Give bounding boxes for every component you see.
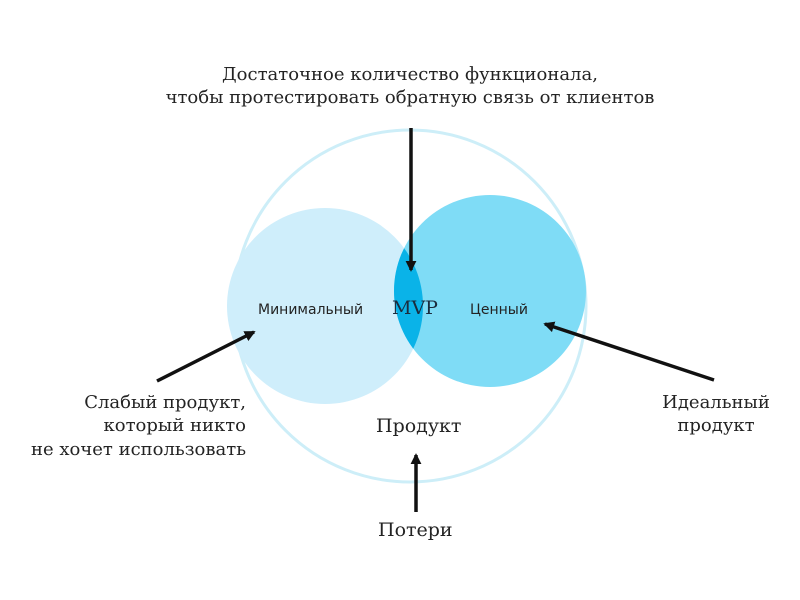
mvp-label: MVP <box>392 297 438 319</box>
right-annotation-line-1: Идеальный <box>662 392 770 413</box>
left-annotation: Слабый продукт, который никто не хочет и… <box>20 391 246 461</box>
product-label: Продукт <box>376 415 462 437</box>
left-annotation-line-1: Слабый продукт, <box>84 392 246 413</box>
right-arrow <box>543 321 715 382</box>
minimal-label: Минимальный <box>258 302 364 318</box>
minimal-circle <box>227 208 423 404</box>
valuable-circle <box>394 195 586 387</box>
losses-label: Потери <box>378 519 453 541</box>
top-annotation-line-2: чтобы протестировать обратную связь от к… <box>165 87 655 109</box>
top-annotation-line-1: Достаточное количество функционала, <box>222 64 598 85</box>
left-annotation-line-2: который никто <box>103 415 247 437</box>
left-arrow <box>156 330 256 383</box>
top-annotation: Достаточное количество функционала, чтоб… <box>150 63 670 110</box>
right-annotation-line-2: продукт <box>677 415 755 437</box>
left-annotation-line-3: не хочет использовать <box>30 438 246 460</box>
valuable-label: Ценный <box>470 302 528 318</box>
right-annotation: Идеальный продукт <box>650 391 782 438</box>
